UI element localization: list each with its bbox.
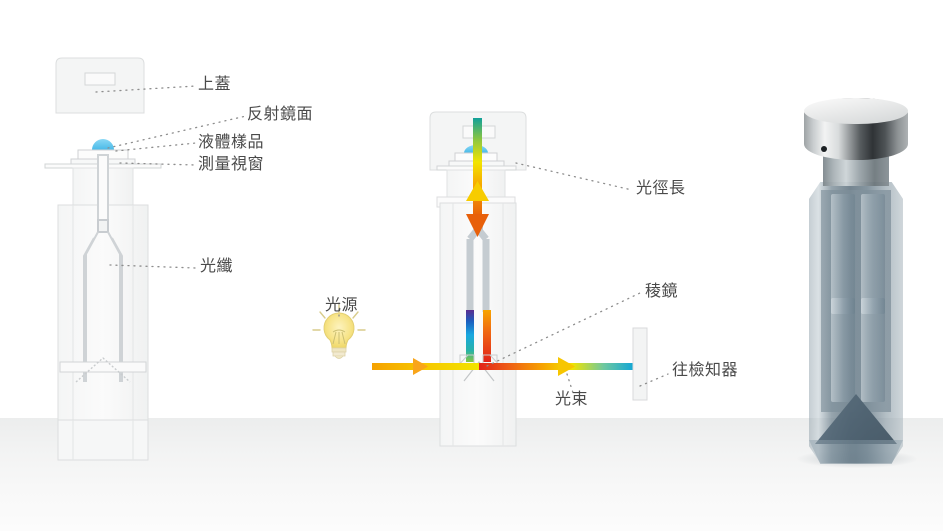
optical-fiber-left [83,154,123,382]
left-leader-lines [95,85,247,269]
prism-left [59,357,147,383]
render-base [809,440,903,464]
3d-cuvette-render [795,98,917,468]
fiber-beam-in [466,310,474,362]
label-light-beam: 光束 [555,391,589,408]
middle-cuvette-group [312,111,669,447]
liquid-sample-droplet [92,139,114,150]
left-cuvette-group [44,57,247,461]
label-mirror-surface: 反射鏡面 [247,106,314,123]
fiber-beam-out [483,310,491,362]
label-to-detector: 往檢知器 [672,362,739,379]
cuvette-body [57,204,149,421]
beam-arrow-source [413,358,428,375]
beam-arrow-detector [558,357,575,376]
render-tube-right-lower [861,298,885,402]
label-liquid-sample: 液體樣品 [198,134,265,151]
optical-path-length-arrow [466,118,489,237]
render-cap-screw-hole [821,146,827,152]
middle-leader-lines [338,162,669,397]
render-cap-top [804,98,908,124]
mirror-surface-rect [84,72,116,86]
render-tube-right [861,194,885,314]
label-lid: 上蓋 [198,76,232,93]
render-tube-left-lower [831,298,855,402]
label-measurement-window: 測量視窗 [198,156,265,173]
label-optical-fiber: 光纖 [200,258,234,275]
label-prism: 稜鏡 [645,283,679,300]
label-optical-path-length: 光徑長 [636,180,686,197]
cuvette-lid [55,57,145,114]
detector-bar [632,327,648,401]
render-neck [823,156,889,186]
cuvette-body-middle [439,202,517,447]
light-source-bulb [312,304,366,359]
label-light-source: 光源 [325,297,359,314]
render-tube-left [831,194,855,314]
